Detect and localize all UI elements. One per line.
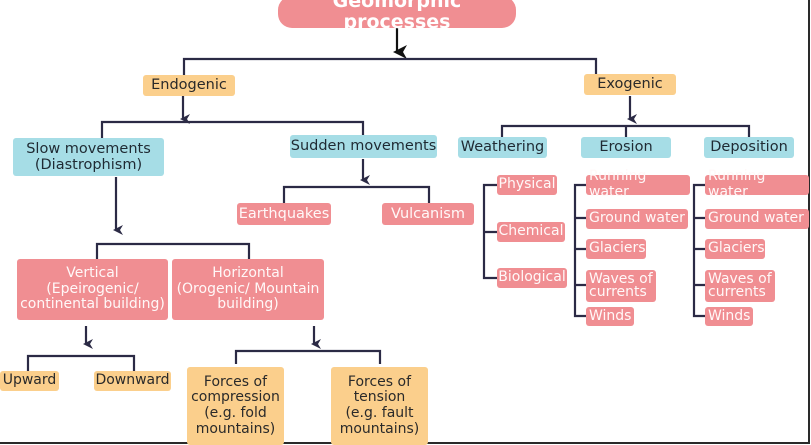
node-erosion-winds: Winds	[586, 307, 634, 326]
node-deposition-waves: Waves of currents	[705, 270, 775, 302]
bracket-vertical	[26, 354, 136, 371]
node-weathering-chemical: Chemical	[497, 222, 565, 242]
node-upward: Upward	[0, 371, 59, 391]
bracket-horizontal	[234, 349, 382, 364]
node-vertical: Vertical (Epeirogenic/ continental build…	[17, 259, 168, 320]
bracket-exogenic	[500, 124, 751, 137]
node-deposition-winds: Winds	[705, 307, 753, 326]
bracket-sudden	[282, 185, 431, 203]
node-deposition-glaciers: Glaciers	[705, 239, 765, 259]
bracket-erosion	[573, 183, 586, 318]
node-erosion-running-water: Running water	[586, 168, 690, 200]
node-forces-compression: Forces of compression (e.g. fold mountai…	[187, 367, 284, 445]
node-vulcanism: Vulcanism	[382, 203, 474, 225]
node-endogenic: Endogenic	[143, 75, 235, 96]
node-horizontal: Horizontal (Orogenic/ Mountain building)	[172, 259, 324, 320]
node-deposition-ground-water: Ground water	[705, 209, 809, 229]
node-erosion-waves: Waves of currents	[586, 270, 656, 302]
bracket-endogenic	[100, 120, 365, 138]
node-sudden-movements: Sudden movements	[290, 135, 437, 158]
node-weathering: Weathering	[458, 137, 547, 158]
node-slow-movements: Slow movements (Diastrophism)	[13, 138, 164, 176]
bracket-weathering	[482, 183, 497, 280]
bracket-top	[182, 57, 598, 75]
node-erosion-ground-water: Ground water	[586, 209, 688, 229]
node-erosion: Erosion	[581, 137, 671, 158]
node-weathering-physical: Physical	[497, 175, 557, 195]
bracket-deposition	[692, 183, 705, 318]
node-exogenic: Exogenic	[584, 74, 676, 95]
node-erosion-glaciers: Glaciers	[586, 239, 646, 259]
node-deposition: Deposition	[704, 137, 794, 158]
node-earthquakes: Earthquakes	[237, 203, 331, 225]
title-node: Geomorphic processes	[278, 0, 516, 33]
node-weathering-biological: Biological	[497, 268, 567, 288]
bracket-slow	[95, 242, 251, 259]
node-deposition-running-water: Running water	[705, 168, 809, 200]
node-downward: Downward	[94, 371, 171, 391]
node-forces-tension: Forces of tension (e.g. fault mountains)	[331, 367, 428, 445]
